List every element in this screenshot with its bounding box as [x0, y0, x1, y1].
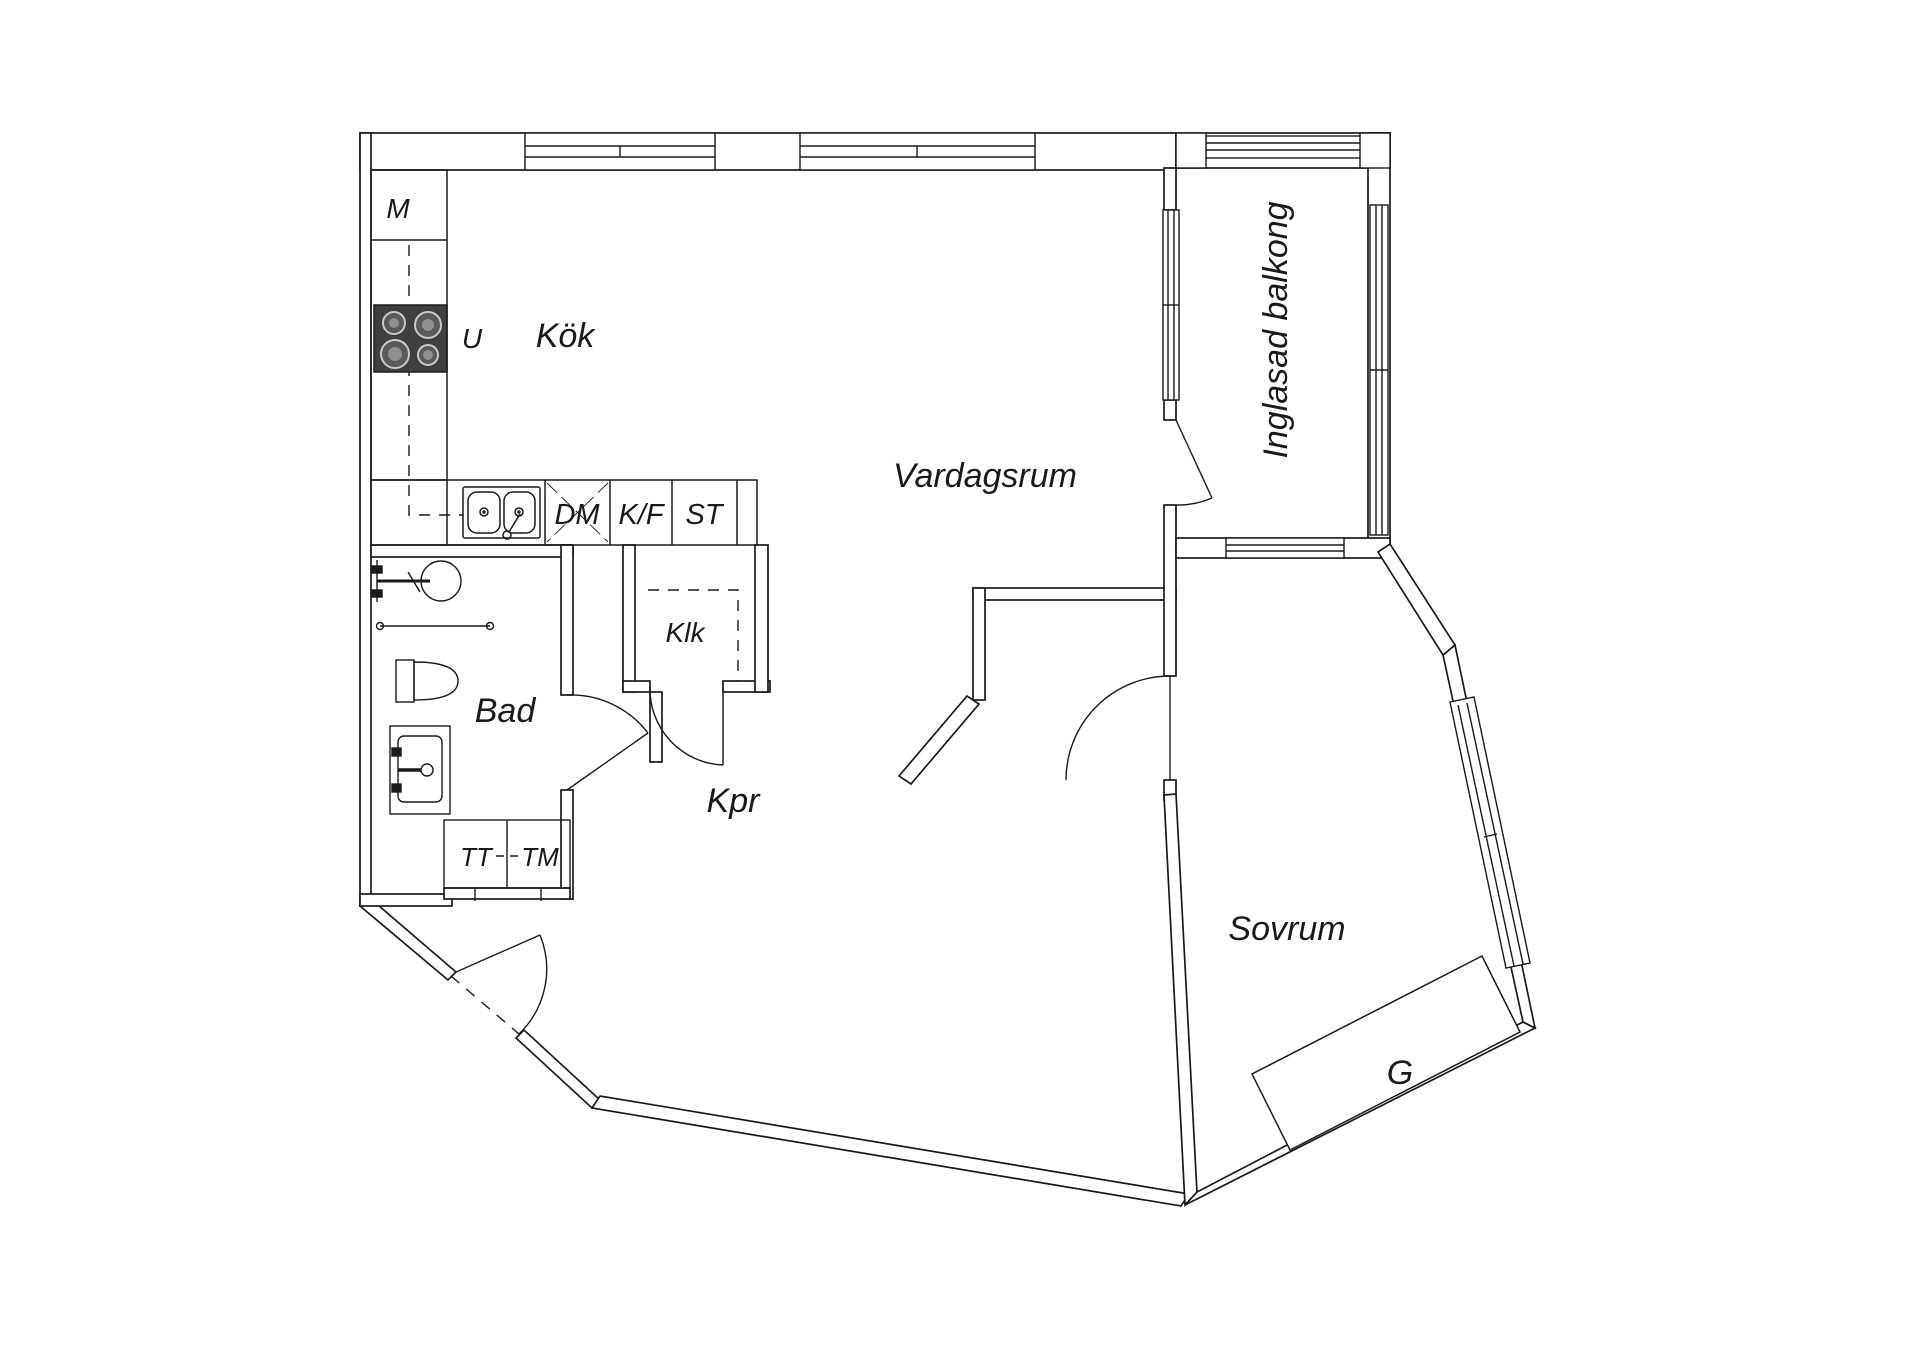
fixture-label-g: G	[1387, 1054, 1413, 1092]
wall-klk-left	[622, 544, 636, 693]
door-balcony	[1175, 419, 1213, 506]
labels: M U Kök Vardagsrum Inglasad balkong DM K…	[386, 193, 1413, 1092]
room-label-bad: Bad	[475, 692, 537, 730]
sink	[462, 486, 541, 540]
fixture-label-tm: TM	[521, 842, 559, 872]
door-bad	[566, 694, 649, 791]
wall-bad-top	[370, 544, 574, 558]
wall-under-ttm	[443, 887, 571, 900]
door-entry	[455, 934, 548, 1035]
shower-mixer	[371, 560, 462, 602]
dashed-entry-threshold	[450, 975, 520, 1035]
room-label-kok: Kök	[536, 317, 597, 355]
shower-rod	[375, 621, 495, 631]
dryer-washer-unit	[443, 819, 571, 901]
dashed-kitchen-counter	[408, 245, 463, 516]
door-klk	[649, 686, 724, 766]
room-label-sovrum: Sovrum	[1228, 910, 1345, 948]
dashed-klk-rail	[648, 589, 739, 681]
wall-klk-bottom-right	[722, 680, 771, 693]
fixture-label-u: U	[462, 323, 483, 354]
wall-top	[359, 132, 1177, 171]
room-label-vardagsrum: Vardagsrum	[893, 457, 1077, 495]
wall-sovrum-topright-diag	[1376, 542, 1457, 657]
bathroom-fixtures	[371, 560, 571, 901]
room-label-klk: Klk	[666, 617, 707, 648]
dm-cross	[546, 482, 609, 543]
window-sovrum	[1449, 696, 1531, 969]
fixture-label-st: ST	[685, 499, 724, 531]
fixture-label-m: M	[386, 193, 410, 224]
wall-bad-right-upper	[560, 544, 574, 696]
wall-step-horizontal	[972, 587, 1177, 601]
wall-funnel-diagonal	[897, 694, 981, 786]
fixture-label-tt: TT	[460, 842, 494, 872]
wall-klk-right	[754, 544, 769, 693]
wall-bad-bottom	[359, 893, 453, 907]
window-top-2	[799, 132, 1036, 171]
wall-left	[359, 132, 372, 907]
fixture-label-kf: K/F	[618, 499, 665, 531]
fixture-label-dm: DM	[554, 499, 600, 531]
stove	[373, 304, 448, 373]
wall-bad-right-lower	[560, 789, 574, 900]
wall-entry-b	[514, 1028, 602, 1110]
wall-balcony-pier-mid	[1163, 399, 1177, 421]
wall-sovrum-left	[1163, 793, 1198, 1207]
wall-balcony-pier-top	[1163, 167, 1177, 211]
counter-row	[370, 479, 758, 546]
room-label-kpr: Kpr	[707, 782, 762, 820]
toilet	[395, 659, 459, 703]
windows	[524, 132, 1531, 969]
kitchen	[370, 169, 758, 546]
wall-bottom-diagonal	[590, 1095, 1191, 1207]
window-balcony-bottom	[1225, 537, 1345, 559]
door-sovrum	[1065, 675, 1171, 781]
window-balcony-right	[1369, 204, 1389, 536]
window-balcony-top	[1175, 132, 1391, 169]
washbasin	[389, 725, 451, 815]
wall-klk-bottom-left	[622, 680, 651, 693]
wardrobe-g	[1250, 954, 1522, 1152]
wall-sovrum-door-upper	[1163, 504, 1177, 677]
wall-entry-a	[358, 897, 458, 982]
room-label-balkong: Inglasad balkong	[1257, 201, 1295, 458]
wall-step-vertical	[972, 587, 986, 701]
window-vardagsrum-balcony	[1162, 209, 1180, 401]
doors	[455, 419, 1213, 1035]
window-top-1	[524, 132, 716, 171]
